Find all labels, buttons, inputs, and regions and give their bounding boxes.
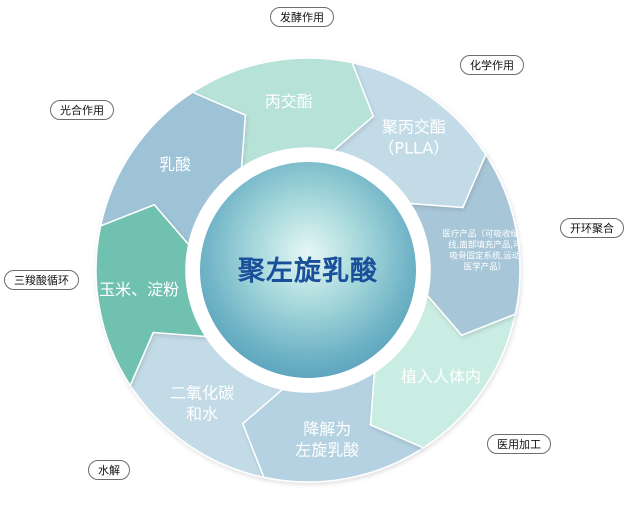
segment-label-plla: 聚丙交酯 （PLLA） — [378, 117, 449, 157]
segment-label-line: 降解为 — [303, 419, 351, 438]
segment-label-line: 吸骨固定系统,运动 — [450, 250, 521, 261]
segment-label-line: （PLLA） — [378, 138, 449, 157]
segment-label-lactide: 丙交酯 — [265, 92, 313, 111]
process-hydrolysis: 水解 — [88, 460, 130, 480]
segment-label-line: 线,面部填充产品,可 — [448, 239, 522, 250]
segment-label-line: 医学产品） — [464, 261, 507, 272]
segment-label-line: 乳酸 — [159, 155, 191, 174]
segment-label-corn-starch: 玉米、淀粉 — [99, 280, 179, 299]
segment-label-implant: 植入人体内 — [401, 367, 481, 386]
segment-label-line: 玉米、淀粉 — [99, 280, 179, 299]
segment-label-lactic-acid: 乳酸 — [159, 155, 191, 174]
segment-label-line: 左旋乳酸 — [295, 440, 359, 459]
process-medical-processing: 医用加工 — [487, 434, 551, 454]
segment-label-medical-products: 医疗产品（可吸收缝合线,面部填充产品,可吸骨固定系统,运动医学产品） — [442, 228, 528, 272]
segment-label-line: 聚丙交酯 — [382, 117, 446, 136]
segment-label-line: 医疗产品（可吸收缝合 — [442, 228, 528, 239]
process-photosynthesis: 光合作用 — [50, 100, 114, 120]
segment-label-line: 丙交酯 — [265, 92, 313, 111]
segment-label-co2-water: 二氧化碳和水 — [170, 384, 234, 424]
process-fermentation: 发酵作用 — [270, 7, 334, 27]
segment-label-line: 植入人体内 — [401, 367, 481, 386]
process-ring-opening: 开环聚合 — [560, 218, 624, 238]
process-tca-cycle: 三羧酸循环 — [4, 270, 79, 290]
segment-label-line: 和水 — [186, 405, 218, 424]
process-chemical: 化学作用 — [460, 55, 524, 75]
segment-label-line: 二氧化碳 — [170, 384, 234, 403]
center-title: 聚左旋乳酸 — [237, 256, 378, 287]
segment-label-degrade: 降解为左旋乳酸 — [295, 419, 359, 459]
center-circle — [200, 162, 416, 378]
